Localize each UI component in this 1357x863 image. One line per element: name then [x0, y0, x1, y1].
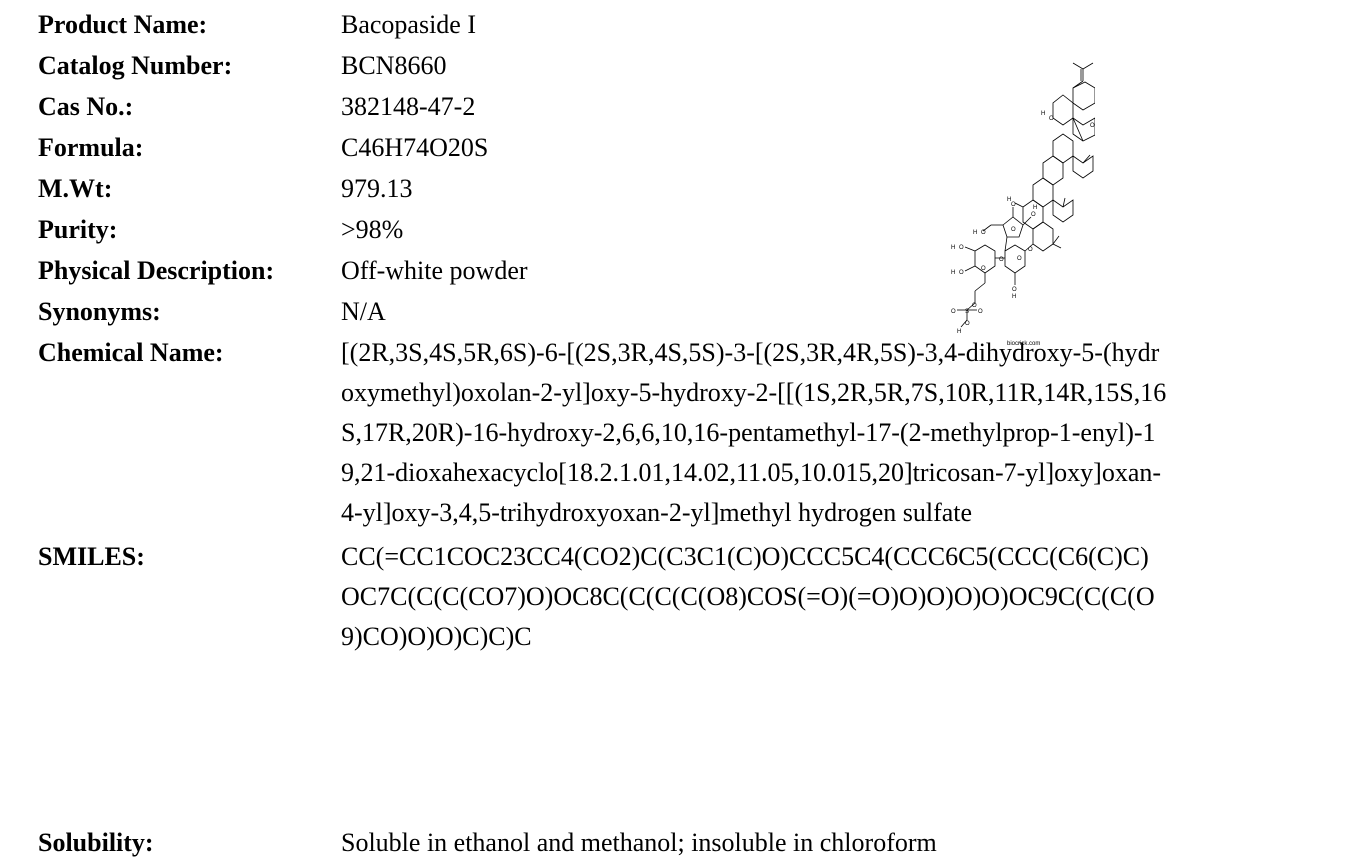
atom-label: O — [1017, 256, 1022, 262]
product-name-value: Bacopaside I — [341, 10, 477, 39]
atom-label: O — [978, 309, 983, 315]
atom-label: H — [1033, 205, 1037, 211]
smiles-line: OC7C(C(C(CO7)O)OC8C(C(C(C(O8)COS(=O)(=O)… — [341, 582, 1155, 611]
atom-label: H — [951, 245, 955, 251]
cas-no-value: 382148-47-2 — [341, 92, 476, 121]
formula-value: C46H74O20S — [341, 133, 489, 162]
atom-label: O — [981, 266, 986, 272]
synonyms-value: N/A — [341, 297, 386, 326]
chemical-structure-image: O O H O O O O O H O H O H O O O H O H O — [945, 55, 1095, 350]
atom-label: O — [999, 257, 1004, 263]
chemical-name-value: [(2R,3S,4S,5R,6S)-6-[(2S,3R,4S,5S)-3-[(2… — [341, 333, 1331, 533]
chemical-name-line: oxymethyl)oxolan-2-yl]oxy-5-hydroxy-2-[[… — [341, 378, 1167, 407]
atom-label: H — [951, 270, 955, 276]
chemical-name-line: [(2R,3S,4S,5R,6S)-6-[(2S,3R,4S,5S)-3-[(2… — [341, 338, 1160, 367]
structure-atom-labels: O O H O O O O O H O H O H O O O H O H O — [951, 111, 1095, 335]
atom-label: H — [1041, 111, 1045, 117]
atom-label: O — [1012, 287, 1017, 293]
atom-label: O — [1011, 227, 1016, 233]
structure-bonds — [957, 62, 1095, 328]
smiles-value: CC(=CC1COC23CC4(CO2)C(C3C1(C)O)CCC5C4(CC… — [341, 537, 1331, 657]
solubility-value: Soluble in ethanol and methanol; insolub… — [341, 828, 937, 857]
atom-label: H — [1007, 197, 1011, 203]
atom-label: O — [981, 230, 986, 236]
chemical-name-line: S,17R,20R)-16-hydroxy-2,6,6,10,16-pentam… — [341, 418, 1156, 447]
smiles-line: CC(=CC1COC23CC4(CO2)C(C3C1(C)O)CCC5C4(CC… — [341, 542, 1149, 571]
mwt-value: 979.13 — [341, 174, 413, 203]
atom-label: O — [959, 270, 964, 276]
formula-label: Formula: — [38, 133, 144, 162]
chemical-name-label: Chemical Name: — [38, 338, 224, 367]
catalog-number-value: BCN8660 — [341, 51, 447, 80]
catalog-number-label: Catalog Number: — [38, 51, 233, 80]
atom-label: O — [972, 303, 977, 309]
physical-description-value: Off-white powder — [341, 256, 528, 285]
chemical-name-line: 4-yl]oxy-3,4,5-trihydroxyoxan-2-yl]methy… — [341, 498, 973, 527]
smiles-line: 9)CO)O)O)C)C)C — [341, 622, 532, 651]
mwt-label: M.Wt: — [38, 174, 113, 203]
purity-value: >98% — [341, 215, 404, 244]
structure-credit: biocrick.com — [1007, 341, 1040, 347]
cas-no-label: Cas No.: — [38, 92, 134, 121]
atom-label: O — [1049, 116, 1054, 122]
atom-label: O — [951, 309, 956, 315]
atom-label: H — [1012, 294, 1016, 300]
atom-label: H — [973, 230, 977, 236]
atom-label: O — [1090, 123, 1095, 129]
purity-label: Purity: — [38, 215, 118, 244]
atom-label: O — [1011, 202, 1016, 208]
synonyms-label: Synonyms: — [38, 297, 161, 326]
atom-label: O — [1028, 247, 1033, 253]
solubility-label: Solubility: — [38, 828, 154, 857]
chemical-structure-drawing: O O H O O O O O H O H O H O O O H O H O — [951, 62, 1095, 347]
atom-label: O — [965, 321, 970, 327]
smiles-label: SMILES: — [38, 542, 145, 571]
atom-label: O — [1031, 212, 1036, 218]
atom-label: O — [959, 245, 964, 251]
physical-description-label: Physical Description: — [38, 256, 275, 285]
atom-label: H — [957, 329, 961, 335]
product-name-label: Product Name: — [38, 10, 208, 39]
atom-label: S — [965, 309, 969, 315]
chemical-name-line: 9,21-dioxahexacyclo[18.2.1.01,14.02,11.0… — [341, 458, 1162, 487]
